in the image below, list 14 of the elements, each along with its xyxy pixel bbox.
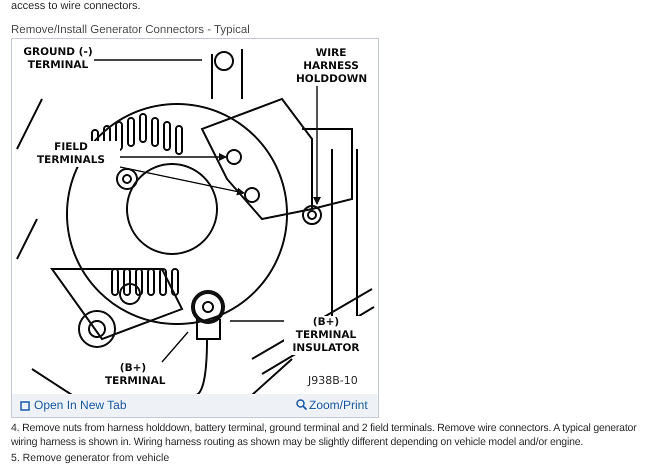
leader-line: [94, 59, 202, 61]
leader-line: [120, 166, 245, 196]
leader-line: [230, 320, 284, 322]
paragraph-text: access to wire connectors.: [11, 0, 141, 12]
callout-label: FIELD TERMINALS: [22, 141, 120, 167]
open-in-new-tab-link: Open In New Tab: [34, 398, 127, 412]
figure-number: J938B-10: [308, 374, 358, 387]
paragraph-text: 4. Remove nuts from harness holddown, battery terminal, ground terminal and 2 field terminals. Remove wire connectors. A typical generator wiring harness is shown in. Wiring harness routing as shown may be slightly different depending on vehicle model and/or engine.: [11, 421, 638, 449]
figure-caption: Remove/Install Generator Connectors - Typical: [11, 24, 250, 36]
leader-line: [120, 153, 227, 161]
leader-line: [313, 86, 321, 205]
zoom-print-link: Zoom/Print: [309, 398, 368, 412]
leader-line: [161, 332, 189, 362]
paragraph-text: 5. Remove generator from vehicle: [11, 452, 170, 465]
